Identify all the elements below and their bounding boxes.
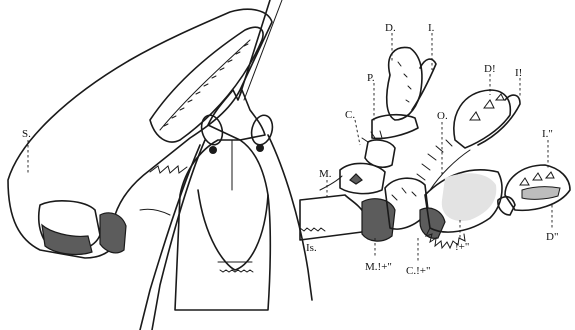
label-i1: I!: [515, 67, 522, 79]
carapace: [175, 90, 276, 310]
label-s: S.: [22, 128, 31, 140]
label-i: I.: [428, 22, 435, 34]
label-is: Is.: [306, 242, 317, 254]
label-m12: M.!+": [365, 261, 392, 273]
left-large-claw: [8, 9, 272, 258]
label-r12: !+": [455, 241, 469, 253]
label-c: C.: [345, 109, 355, 121]
lower-segments: [300, 178, 445, 262]
label-m: M.: [319, 168, 332, 180]
label-d: D.: [385, 22, 396, 34]
far-right-claw: [498, 140, 570, 228]
label-i2: I.": [542, 128, 553, 140]
label-o: O.: [437, 110, 448, 122]
label-p: P.: [367, 72, 375, 84]
label-d1: D!: [484, 63, 496, 75]
label-c12: C.!+": [406, 265, 430, 277]
antennae: [140, 0, 312, 330]
label-d2: D": [546, 231, 558, 243]
